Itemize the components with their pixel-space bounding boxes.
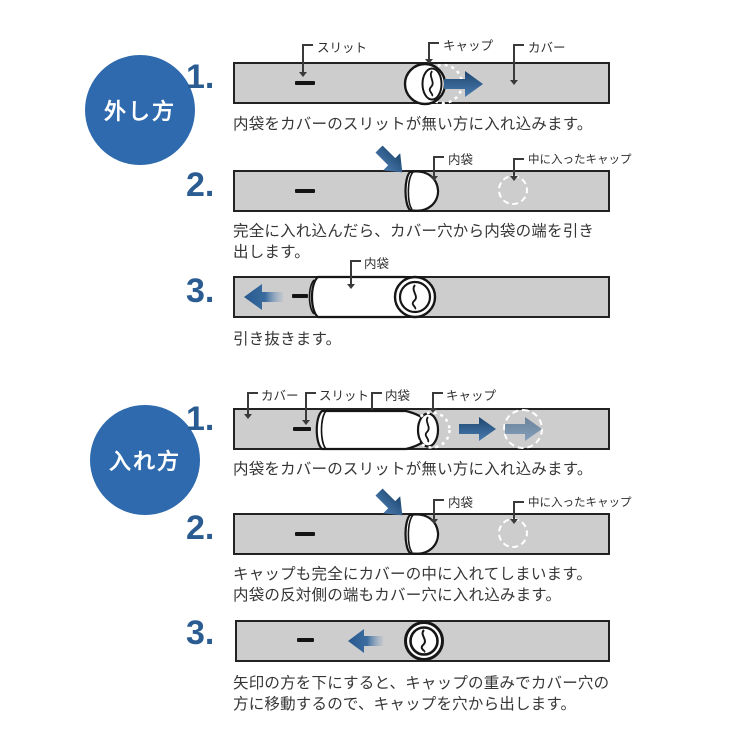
insertion-badge-label: 入れ方 <box>108 449 181 474</box>
cover-label: カバー <box>528 41 566 55</box>
inner-bag-leader-line <box>350 260 361 262</box>
cap-inside-label: 中に入ったキャップ <box>528 497 632 509</box>
cover-leader-line <box>513 44 515 80</box>
insertion-step3-caption-line2: 方に移動するので、キャップを穴から出します。 <box>233 696 577 713</box>
cover-leader-line <box>247 392 258 394</box>
removal-step3-caption: 引き抜きます。 <box>233 331 342 348</box>
slit-leader-line <box>302 44 304 72</box>
cover-leader-line <box>247 392 249 414</box>
removal-step3-number: 3. <box>186 272 215 310</box>
insertion-step3-number: 3. <box>186 614 215 652</box>
slit-leader-line <box>305 392 316 394</box>
cover-label: カバー <box>261 389 299 403</box>
cap-front-icon <box>404 621 444 661</box>
inner-bag-leader-arrow <box>347 284 355 289</box>
arrow-down-right-icon <box>375 488 403 516</box>
insertion-step2-caption-line1: キャップも完全にカバーの中に入れてしまいます。 <box>233 566 593 583</box>
slit-mark <box>297 638 314 642</box>
cap-label: キャップ <box>446 389 497 403</box>
cap-leader-line <box>432 392 434 408</box>
removal-step1-caption: 内袋をカバーのスリットが無い方に入れ込みます。 <box>233 116 593 133</box>
inner-bag-label: 内袋 <box>448 153 474 167</box>
inner-bag-with-cap-icon <box>308 275 437 319</box>
cover-leader-arrow <box>244 414 252 419</box>
inner-bag-leader-line <box>371 392 382 394</box>
inner-bag-leader-arrow <box>430 176 438 181</box>
inner-bag-leader-line <box>350 260 352 284</box>
inner-bag-end-icon <box>404 513 440 555</box>
slit-mark <box>293 427 311 431</box>
arrow-right-icon <box>459 417 496 441</box>
arrow-right-faded-icon <box>505 417 542 441</box>
cover-leader-line <box>513 44 524 46</box>
inner-bag-label: 内袋 <box>385 389 411 403</box>
removal-badge-label: 外し方 <box>103 99 176 124</box>
cover-leader-arrow <box>510 80 518 85</box>
slit-leader-arrow <box>299 72 307 77</box>
cap-inside-leader-arrow <box>510 519 518 524</box>
inner-bag-leader-line <box>433 499 444 501</box>
cap-inside-leader-line <box>513 501 524 503</box>
arrow-right-icon <box>444 71 483 97</box>
inner-bag-leader-line <box>371 392 373 416</box>
cap-leader-line <box>428 42 439 44</box>
slit-mark <box>295 81 315 85</box>
arrow-down-right-icon <box>375 145 403 173</box>
cap-inside-leader-line <box>513 158 524 160</box>
cap-inside-leader-line <box>513 158 515 176</box>
inner-bag-inserted-icon <box>315 409 451 451</box>
slit-leader-line <box>305 392 307 420</box>
cap-label: キャップ <box>443 39 494 53</box>
slit-leader-arrow <box>302 420 310 425</box>
inner-bag-label: 内袋 <box>448 496 474 510</box>
slit-label: スリット <box>317 41 368 55</box>
insertion-step2-caption-line2: 内袋の反対側の端もカバー穴に入れ込みます。 <box>233 587 562 604</box>
removal-badge: 外し方 <box>85 55 195 165</box>
removal-step1-number: 1. <box>186 58 215 96</box>
slit-label: スリット <box>319 389 370 403</box>
cap-inside-leader-arrow <box>510 176 518 181</box>
inner-bag-end-icon <box>404 170 440 212</box>
insertion-step1-number: 1. <box>186 400 215 438</box>
cap-leader-arrow <box>425 59 433 64</box>
inner-bag-leader-line <box>433 499 435 519</box>
bag-end-tie-mark <box>292 294 308 298</box>
removal-step2-caption-line2: 出します。 <box>233 244 310 261</box>
insertion-step3-caption-line1: 矢印の方を下にすると、キャップの重みでカバー穴の <box>233 675 610 692</box>
insertion-step1-caption: 内袋をカバーのスリットが無い方に入れ込みます。 <box>233 461 593 478</box>
cap-inside-label: 中に入ったキャップ <box>528 154 632 166</box>
inner-bag-label: 内袋 <box>364 257 390 271</box>
removal-step2-number: 2. <box>186 166 215 204</box>
cap-inside-leader-line <box>513 501 515 519</box>
arrow-left-icon <box>244 284 283 310</box>
cap-leader-arrow <box>429 408 437 413</box>
inner-bag-leader-line <box>433 156 444 158</box>
inner-bag-leader-line <box>433 156 435 176</box>
slit-leader-line <box>302 44 313 46</box>
inner-bag-leader-arrow <box>430 519 438 524</box>
insertion-badge: 入れ方 <box>90 405 200 515</box>
arrow-left-icon <box>348 629 383 653</box>
insertion-step2-number: 2. <box>186 509 215 547</box>
cap-leader-line <box>428 42 430 59</box>
cap-leader-line <box>432 392 443 394</box>
slit-mark <box>295 532 315 536</box>
removal-step2-caption-line1: 完全に入れ込んだら、カバー穴から内袋の端を引き <box>233 223 595 240</box>
slit-mark <box>295 189 315 193</box>
